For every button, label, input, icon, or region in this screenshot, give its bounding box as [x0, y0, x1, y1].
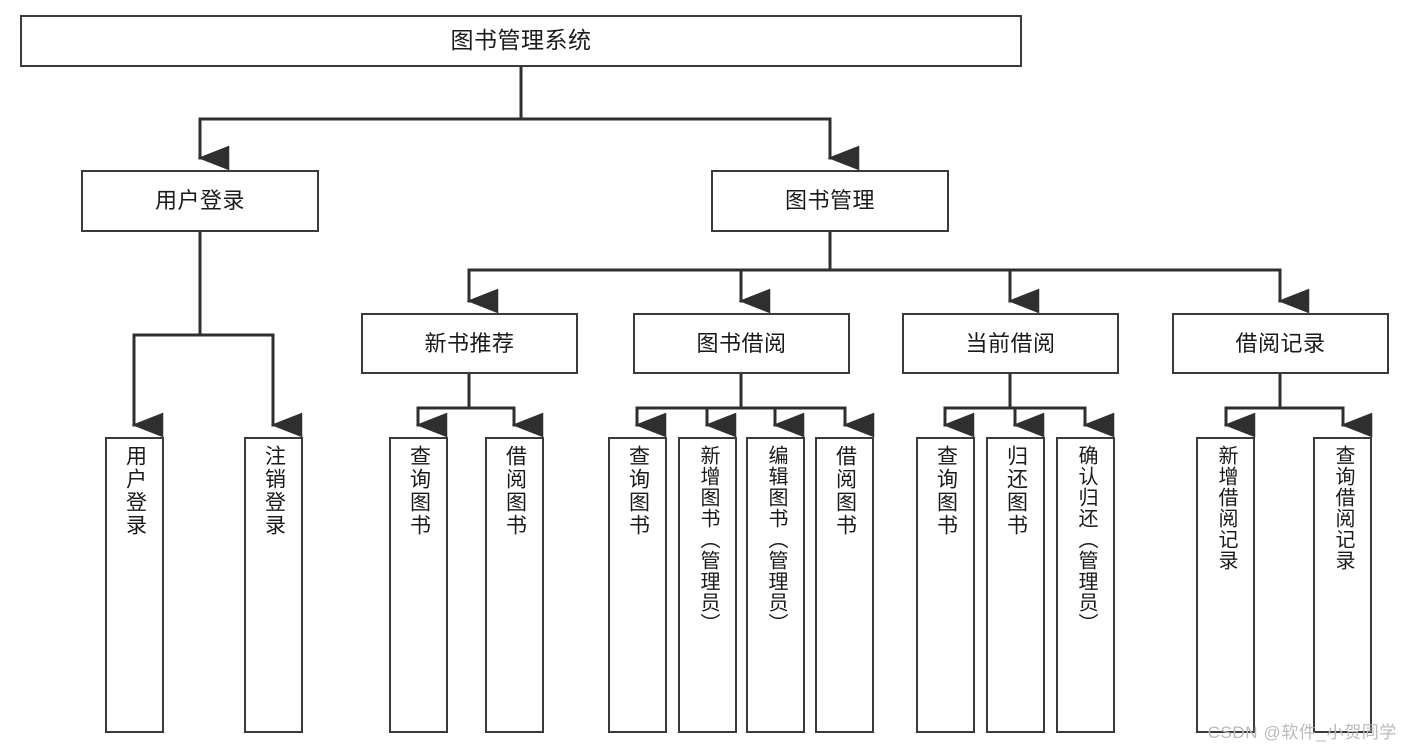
node-label: 注销登录 [262, 445, 286, 537]
node-label: 编辑图书（管理员） [765, 445, 787, 634]
node-label: 用户登录 [123, 445, 147, 537]
node-current-borrow[interactable]: 当前借阅 [902, 313, 1119, 374]
node-label: 归还图书 [1004, 445, 1028, 537]
node-root-system[interactable]: 图书管理系统 [20, 15, 1022, 67]
leaf-user-login[interactable]: 用户登录 [105, 437, 164, 733]
node-label: 查询图书 [407, 445, 431, 537]
node-label: 新增图书（管理员） [697, 445, 719, 634]
node-label: 新增借阅记录 [1215, 445, 1237, 571]
leaf-query-book-current[interactable]: 查询图书 [916, 437, 975, 733]
leaf-return-book[interactable]: 归还图书 [986, 437, 1045, 733]
node-label: 图书借阅 [696, 330, 787, 356]
node-label: 当前借阅 [965, 330, 1056, 356]
leaf-logout[interactable]: 注销登录 [244, 437, 303, 733]
node-label: 确认归还（管理员） [1075, 445, 1097, 634]
node-label: 借阅记录 [1235, 330, 1326, 356]
node-label: 新书推荐 [424, 330, 515, 356]
node-book-management[interactable]: 图书管理 [711, 170, 949, 232]
node-label: 查询图书 [934, 445, 958, 537]
leaf-add-book-admin[interactable]: 新增图书（管理员） [678, 437, 737, 733]
node-borrow-record[interactable]: 借阅记录 [1172, 313, 1389, 374]
leaf-query-borrow-record[interactable]: 查询借阅记录 [1313, 437, 1372, 733]
node-label: 借阅图书 [503, 445, 527, 537]
leaf-edit-book-admin[interactable]: 编辑图书（管理员） [746, 437, 805, 733]
leaf-add-borrow-record[interactable]: 新增借阅记录 [1196, 437, 1255, 733]
leaf-confirm-return-admin[interactable]: 确认归还（管理员） [1056, 437, 1115, 733]
leaf-borrow-book[interactable]: 借阅图书 [815, 437, 874, 733]
node-label: 借阅图书 [833, 445, 857, 537]
node-label: 图书管理 [784, 188, 875, 214]
leaf-borrow-book-recommend[interactable]: 借阅图书 [485, 437, 544, 733]
node-book-borrow[interactable]: 图书借阅 [633, 313, 850, 374]
leaf-query-book-recommend[interactable]: 查询图书 [389, 437, 448, 733]
node-user-login[interactable]: 用户登录 [81, 170, 319, 232]
node-label: 查询借阅记录 [1332, 445, 1354, 571]
node-label: 图书管理系统 [450, 27, 592, 54]
node-label: 查询图书 [626, 445, 650, 537]
csdn-watermark: CSDN @软件_小贺同学 [1207, 723, 1397, 742]
node-label: 用户登录 [154, 188, 245, 214]
node-new-book-recommend[interactable]: 新书推荐 [361, 313, 578, 374]
leaf-query-book-borrow[interactable]: 查询图书 [608, 437, 667, 733]
